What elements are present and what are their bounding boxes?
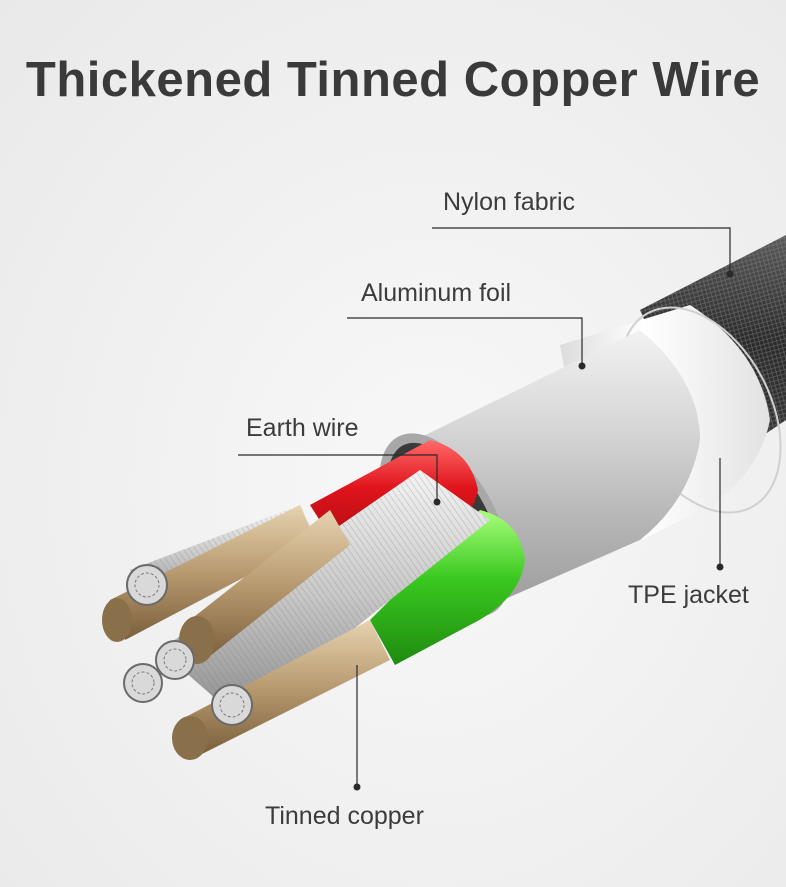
aluminum-leader xyxy=(347,317,583,364)
strand-end-faces xyxy=(123,564,253,726)
nylon-dot xyxy=(726,270,734,278)
label-aluminum-foil: Aluminum foil xyxy=(361,279,512,307)
label-tpe-jacket: TPE jacket xyxy=(628,581,749,609)
page-title: Thickened Tinned Copper Wire xyxy=(25,53,761,107)
leader-lines xyxy=(238,227,731,785)
aluminum-dot xyxy=(578,362,586,370)
copper-dot xyxy=(353,783,361,791)
label-earth-wire: Earth wire xyxy=(246,414,359,442)
label-nylon-fabric: Nylon fabric xyxy=(443,188,575,216)
earth-dot xyxy=(433,498,441,506)
nylon-leader xyxy=(432,227,731,272)
label-tinned-copper: Tinned copper xyxy=(265,802,424,830)
tpe-dot xyxy=(716,563,724,571)
earth-leader xyxy=(238,454,438,500)
leader-dots xyxy=(353,270,734,791)
green-insulation xyxy=(370,510,525,665)
